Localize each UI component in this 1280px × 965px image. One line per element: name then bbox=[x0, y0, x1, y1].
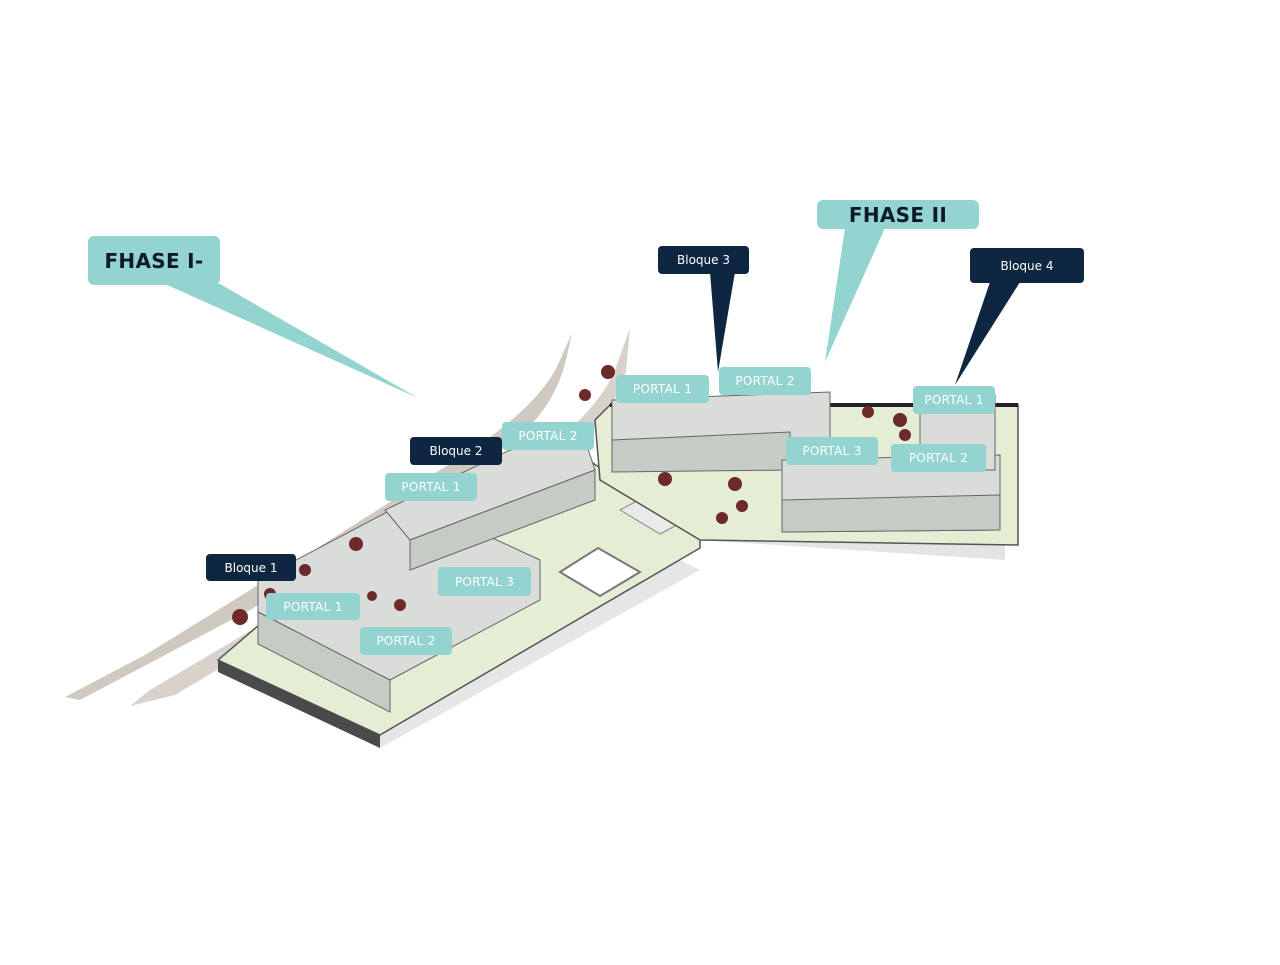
bloque3-portal-1-label: PORTAL 1 bbox=[616, 375, 709, 403]
bloque2-portal-1-label: PORTAL 1 bbox=[385, 473, 477, 501]
pool bbox=[558, 546, 642, 598]
bloque1-portal-2-label: PORTAL 2 bbox=[360, 627, 452, 655]
bloque1-portal-3-label: PORTAL 3 bbox=[438, 567, 531, 596]
bloque3-portal-2-label: PORTAL 2 bbox=[719, 367, 811, 395]
phase2-callout-pointer bbox=[825, 228, 885, 362]
bloque1-portal-1-label: PORTAL 1 bbox=[266, 593, 360, 620]
phase-1-label: FHASE I- bbox=[88, 236, 220, 285]
bloque4-portal-2-label: PORTAL 2 bbox=[891, 444, 986, 472]
bloque3-portal-3-label: PORTAL 3 bbox=[786, 437, 878, 465]
bloque-3-label: Bloque 3 bbox=[658, 246, 749, 274]
phase1-platform-edge bbox=[218, 660, 380, 748]
bloque4-portal-1-label: PORTAL 1 bbox=[913, 386, 995, 414]
bloque1-facade bbox=[257, 611, 391, 713]
bloque-4-label: Bloque 4 bbox=[970, 248, 1084, 283]
phase-2-label: FHASE II bbox=[817, 200, 979, 229]
bloque2-portal-2-label: PORTAL 2 bbox=[502, 422, 594, 450]
bloque4-callout-pointer bbox=[955, 282, 1020, 385]
bloque2-facade bbox=[409, 469, 596, 571]
phase1-callout-pointer bbox=[165, 284, 418, 398]
trees bbox=[232, 365, 911, 625]
bloque4-facade bbox=[781, 494, 1001, 533]
bloque-1-label: Bloque 1 bbox=[206, 554, 296, 581]
bloque-2-label: Bloque 2 bbox=[410, 437, 502, 465]
bloque3-callout-pointer bbox=[710, 272, 735, 372]
